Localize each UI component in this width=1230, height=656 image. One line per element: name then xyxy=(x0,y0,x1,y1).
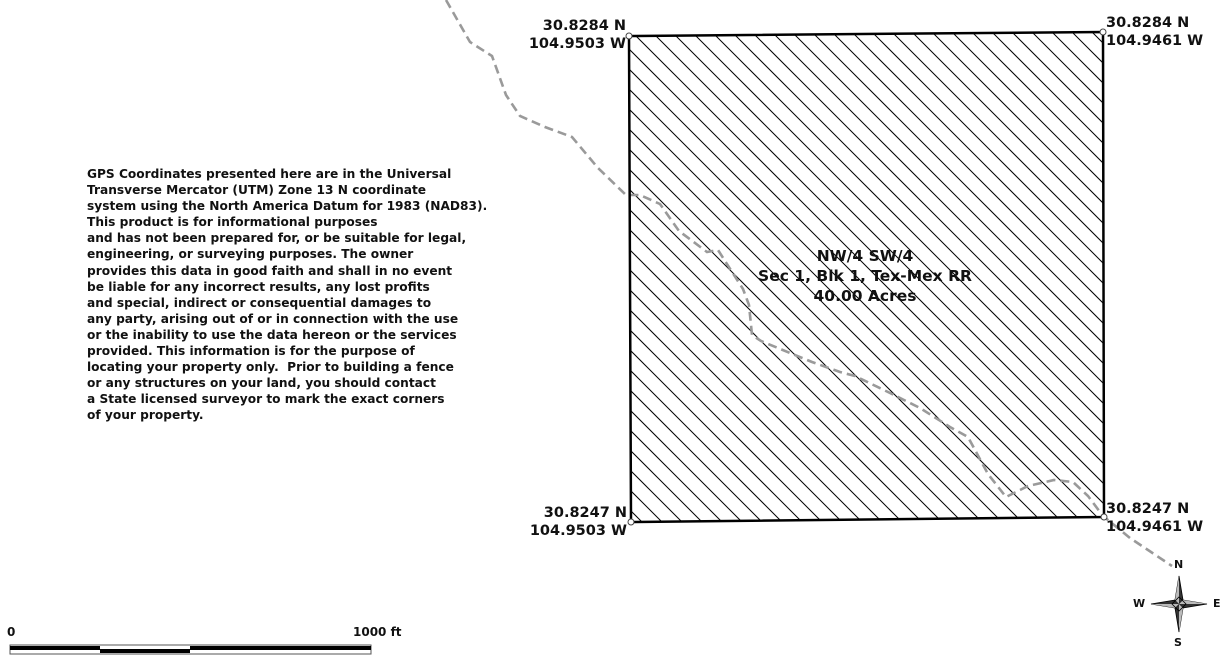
disclaimer-line: This product is for informational purpos… xyxy=(87,215,378,230)
disclaimer-line: provided. This information is for the pu… xyxy=(87,344,415,359)
disclaimer-line: system using the North America Datum for… xyxy=(87,199,488,214)
parcel-section: Sec 1, Blk 1, Tex-Mex RR xyxy=(758,267,972,285)
disclaimer-line: and special, indirect or consequential d… xyxy=(87,295,432,310)
disclaimer-line: locating your property only. Prior to bu… xyxy=(87,360,454,375)
scale-end-label: 1000 ft xyxy=(353,625,402,639)
longitude: 104.9461 W xyxy=(1106,519,1204,535)
coord-label-bottom-right: 30.8247 N 104.9461 W xyxy=(1106,500,1203,536)
disclaimer-line: engineering, or surveying purposes. The … xyxy=(87,247,414,262)
disclaimer-line: Transverse Mercator (UTM) Zone 13 N coor… xyxy=(87,183,427,198)
disclaimer-line: and has not been prepared for, or be sui… xyxy=(87,231,467,246)
corner-marker-bottom-left[interactable] xyxy=(627,518,635,526)
longitude: 104.9503 W xyxy=(529,523,627,539)
disclaimer-line: be liable for any incorrect results, any… xyxy=(87,279,430,294)
coord-label-top-right: 30.8284 N 104.9461 W xyxy=(1106,14,1203,50)
compass-west-label: W xyxy=(1133,597,1146,610)
latitude: 30.8284 N xyxy=(542,18,626,34)
parcel-aliquot: NW/4 SW/4 xyxy=(816,247,914,265)
disclaimer-line: a State licensed surveyor to mark the ex… xyxy=(87,392,445,407)
scale-bar xyxy=(9,644,372,655)
disclaimer-line: or the inability to use the data hereon … xyxy=(87,327,457,342)
parcel-label: NW/4 SW/4 Sec 1, Blk 1, Tex-Mex RR 40.00… xyxy=(740,246,990,306)
corner-marker-top-left[interactable] xyxy=(625,32,633,40)
compass-north-label: N xyxy=(1174,558,1184,571)
disclaimer-line: any party, arising out of or in connecti… xyxy=(87,311,459,326)
scale-start-label: 0 xyxy=(7,625,16,639)
longitude: 104.9503 W xyxy=(528,36,626,52)
coord-label-bottom-left: 30.8247 N 104.9503 W xyxy=(530,504,627,540)
latitude: 30.8284 N xyxy=(1106,15,1190,31)
compass-rose-icon xyxy=(1150,575,1208,633)
latitude: 30.8247 N xyxy=(1106,501,1190,517)
coord-label-top-left: 30.8284 N 104.9503 W xyxy=(529,17,626,53)
disclaimer-line: provides this data in good faith and sha… xyxy=(87,263,453,278)
disclaimer-line: GPS Coordinates presented here are in th… xyxy=(87,167,452,181)
disclaimer-line: of your property. xyxy=(87,408,204,423)
road-dashed-line xyxy=(444,0,1173,568)
parcel-hatch xyxy=(629,32,1104,522)
compass-east-label: E xyxy=(1213,597,1221,610)
parcel-acreage: 40.00 Acres xyxy=(813,287,917,305)
disclaimer-line: or any structures on your land, you shou… xyxy=(87,376,436,391)
corner-marker-top-right[interactable] xyxy=(1099,28,1107,36)
latitude: 30.8247 N xyxy=(543,505,627,521)
corner-marker-bottom-right[interactable] xyxy=(1100,513,1108,521)
longitude: 104.9461 W xyxy=(1106,33,1204,49)
disclaimer-text: GPS Coordinates presented here are in th… xyxy=(87,166,507,424)
compass-south-label: S xyxy=(1174,636,1182,649)
